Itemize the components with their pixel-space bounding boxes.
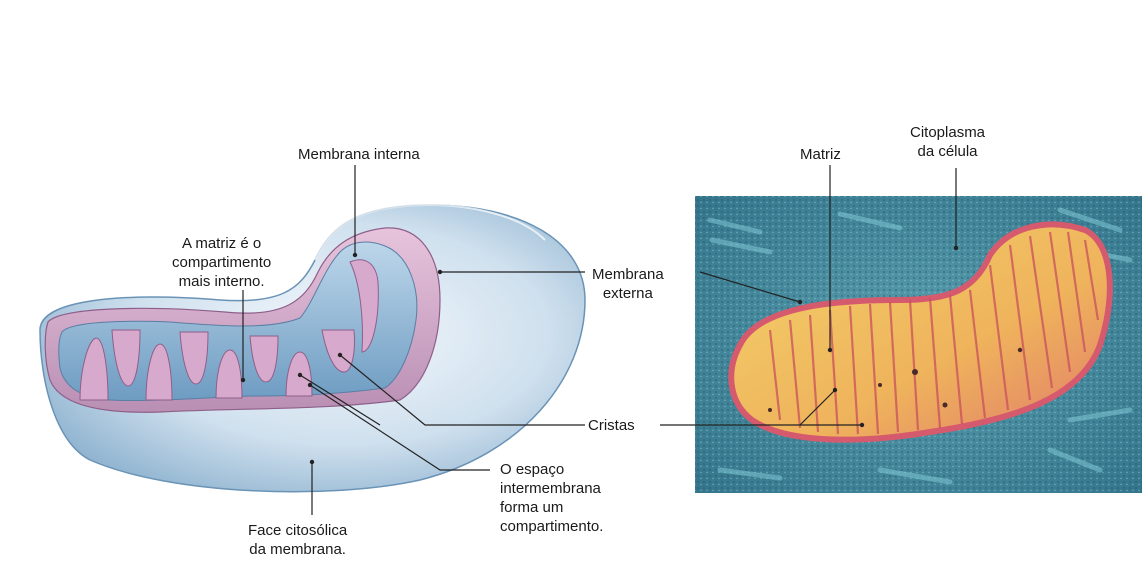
face-citosolica-line-1: Face citosólica: [248, 521, 347, 540]
espaco-line-2: intermembrana: [500, 479, 603, 498]
matriz-desc-line-1: A matriz é o: [172, 234, 271, 253]
membrana-externa-line-2: externa: [592, 284, 664, 303]
espaco-line-3: forma um: [500, 498, 603, 517]
cristas-text: Cristas: [588, 416, 635, 435]
membrana-interna-text: Membrana interna: [298, 145, 420, 164]
label-espaco-intermembrana: O espaço intermembrana forma um comparti…: [500, 460, 603, 536]
electron-micrograph: [695, 196, 1142, 493]
label-cristas: Cristas: [588, 416, 635, 435]
label-membrana-externa: Membrana externa: [592, 265, 664, 303]
espaco-line-4: compartimento.: [500, 517, 603, 536]
matriz-text: Matriz: [800, 145, 841, 164]
label-matriz: Matriz: [800, 145, 841, 164]
label-membrana-interna: Membrana interna: [298, 145, 420, 164]
espaco-line-1: O espaço: [500, 460, 603, 479]
label-face-citosolica: Face citosólica da membrana.: [248, 521, 347, 559]
matriz-desc-line-3: mais interno.: [172, 272, 271, 291]
citoplasma-line-1: Citoplasma: [910, 123, 985, 142]
citoplasma-line-2: da célula: [910, 142, 985, 161]
label-matriz-descricao: A matriz é o compartimento mais interno.: [172, 234, 271, 291]
matriz-desc-line-2: compartimento: [172, 253, 271, 272]
label-citoplasma: Citoplasma da célula: [910, 123, 985, 161]
face-citosolica-line-2: da membrana.: [248, 540, 347, 559]
mitochondrion-illustration: [40, 205, 585, 492]
membrana-externa-line-1: Membrana: [592, 265, 664, 284]
